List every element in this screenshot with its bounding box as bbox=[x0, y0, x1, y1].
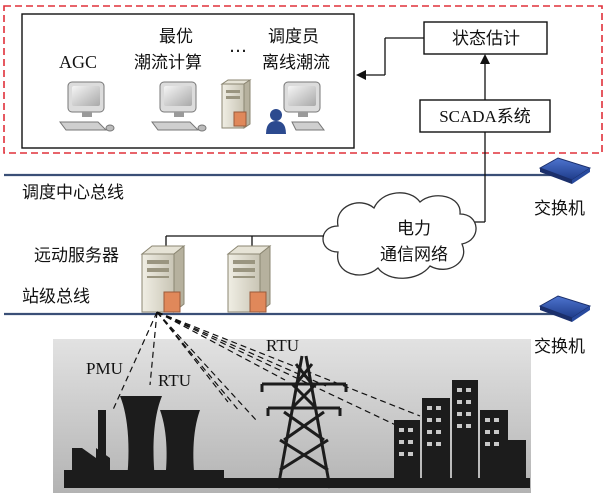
agc-label: AGC bbox=[59, 52, 97, 72]
cloud-label-line1: 电力 bbox=[397, 219, 431, 239]
power-communication-cloud bbox=[322, 192, 477, 279]
dispatcher-label-line1: 调度员 bbox=[268, 27, 319, 47]
control-center-dashed-box bbox=[3, 5, 603, 154]
switch-top-label: 交换机 bbox=[534, 199, 585, 219]
cloud-label-line2: 通信网络 bbox=[380, 245, 448, 265]
power-plant-silhouette bbox=[64, 396, 224, 488]
station-bus-label: 站级总线 bbox=[22, 287, 90, 307]
rtu-top-label: RTU bbox=[266, 336, 299, 355]
ellipsis-label: … bbox=[229, 36, 247, 57]
city-building-windows bbox=[399, 388, 499, 456]
dispatcher-person-icon bbox=[266, 109, 286, 134]
switch-bottom-icon bbox=[538, 295, 592, 322]
rtu-left-label: RTU bbox=[158, 371, 191, 390]
dispatcher-computer-icon bbox=[283, 81, 325, 131]
telecontrol-server-2-icon bbox=[226, 244, 272, 314]
dispatcher-label-line2: 离线潮流 bbox=[262, 53, 330, 73]
optimal-flow-label-line2: 潮流计算 bbox=[134, 53, 202, 73]
transmission-tower-silhouette bbox=[260, 355, 348, 489]
field-communication-lines bbox=[111, 311, 421, 429]
switch-bottom-label: 交换机 bbox=[534, 337, 585, 357]
optimal-flow-label-line1: 最优 bbox=[159, 27, 193, 47]
tower-base bbox=[224, 478, 394, 488]
scada-label: SCADA系统 bbox=[439, 107, 531, 126]
pmu-label: PMU bbox=[86, 359, 123, 378]
scada-box bbox=[419, 99, 551, 133]
dispatch-center-bus-label: 调度中心总线 bbox=[22, 183, 124, 203]
telecontrol-server-label: 远动服务器 bbox=[34, 246, 119, 266]
applications-box bbox=[21, 13, 355, 149]
optimal-flow-computer-icon bbox=[151, 81, 207, 132]
application-server-icon bbox=[220, 79, 252, 129]
telecontrol-server-1-icon bbox=[140, 244, 186, 314]
switch-top-icon bbox=[538, 157, 592, 184]
state-estimation-label: 状态估计 bbox=[452, 29, 520, 49]
agc-computer-icon bbox=[59, 81, 115, 132]
